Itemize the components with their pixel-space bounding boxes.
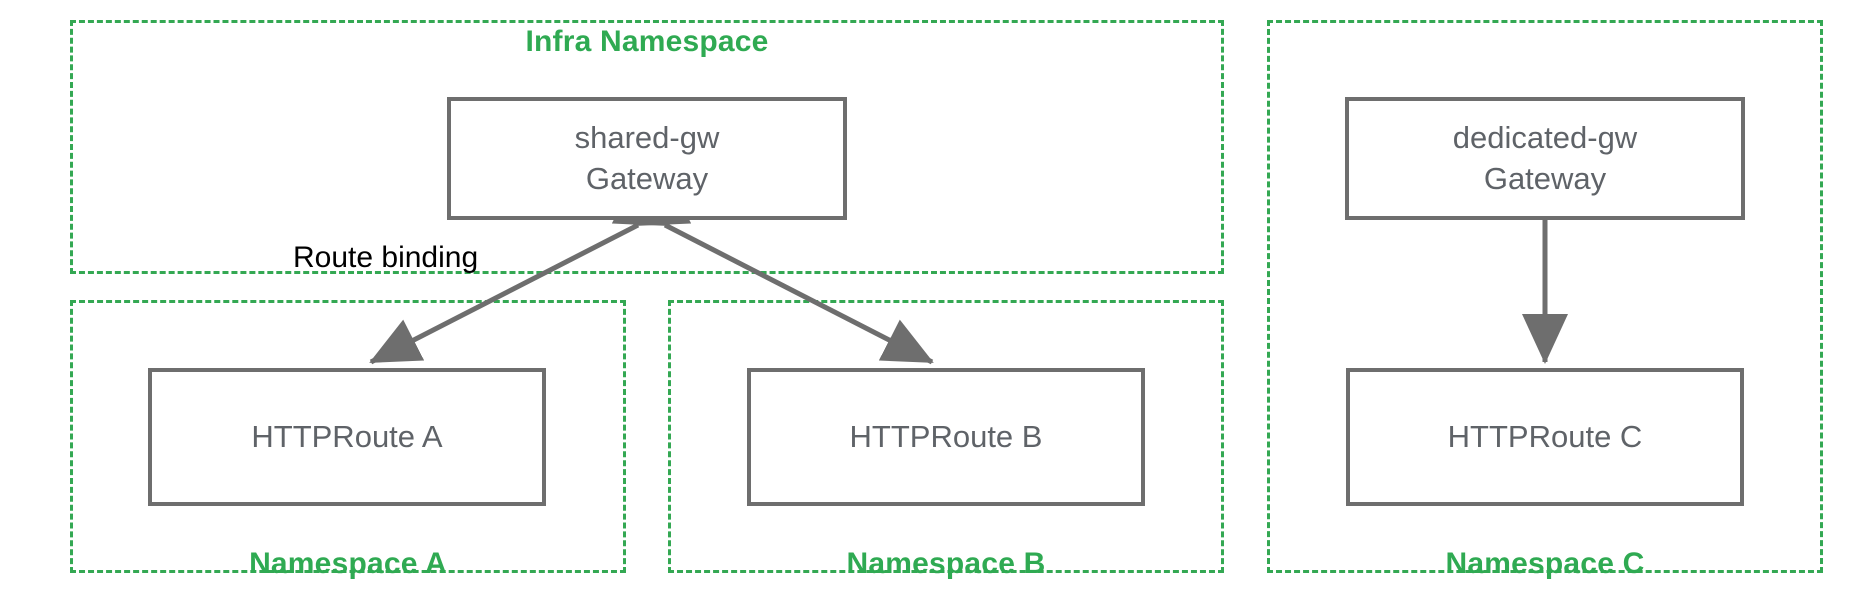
namespace-container-a [70, 300, 626, 573]
node-dedicated-gw-kind: Gateway [1483, 160, 1607, 196]
node-httproute-a[interactable]: HTTPRoute A [148, 368, 546, 506]
namespace-label-b: Namespace B [846, 547, 1046, 580]
edge-label-route-binding: Route binding [293, 241, 479, 274]
namespace-container-b [668, 300, 1224, 573]
node-shared-gw-kind: Gateway [585, 160, 709, 196]
node-httproute-c[interactable]: HTTPRoute C [1346, 368, 1744, 506]
node-dedicated-gw-name: dedicated-gw [1452, 120, 1638, 156]
namespace-label-a: Namespace A [249, 547, 447, 580]
node-dedicated-gw[interactable]: dedicated-gw Gateway [1345, 97, 1745, 220]
node-httproute-c-name: HTTPRoute C [1447, 418, 1643, 454]
node-httproute-b[interactable]: HTTPRoute B [747, 368, 1145, 506]
node-shared-gw-name: shared-gw [574, 120, 720, 156]
namespace-label-c: Namespace C [1445, 547, 1645, 580]
namespace-label-infra: Infra Namespace [525, 25, 769, 58]
node-shared-gw[interactable]: shared-gw Gateway [447, 97, 847, 220]
namespace-container-c [1267, 20, 1823, 573]
node-httproute-b-name: HTTPRoute B [849, 418, 1043, 454]
node-httproute-a-name: HTTPRoute A [251, 418, 443, 454]
